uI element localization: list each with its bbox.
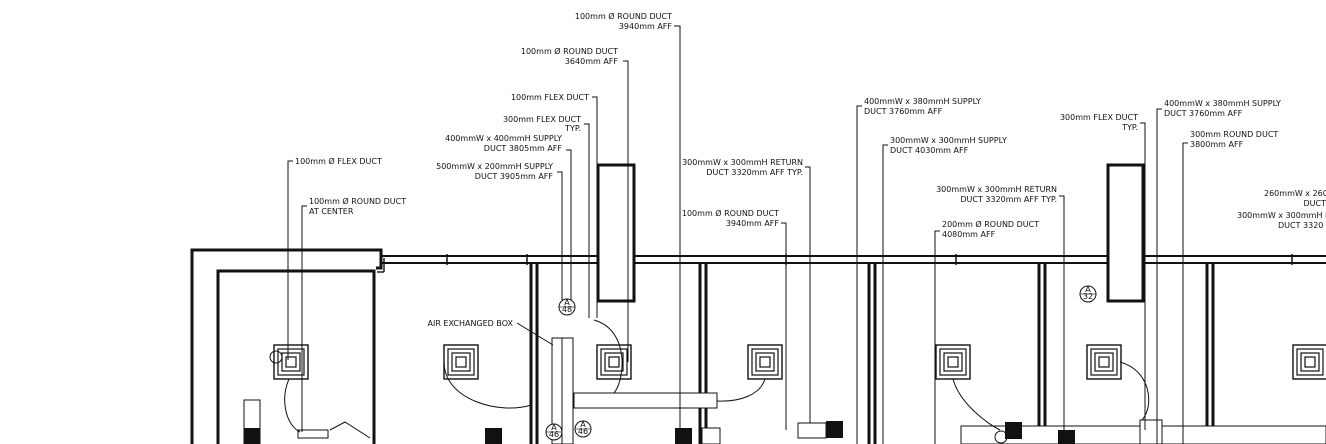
leader-lines [287, 25, 1188, 444]
tag-a48: A 48 [558, 298, 576, 316]
svg-text:DUCT 4030mm AFF: DUCT 4030mm AFF [890, 146, 969, 155]
label-supply-400x380-mid: 400mmW x 380mmH SUPPLY [864, 97, 981, 106]
label-round-duct-300: 300mm ROUND DUCT [1190, 130, 1278, 139]
svg-text:46: 46 [549, 430, 559, 439]
label-return-300x300-left: 300mmW x 300mmH RETURN [682, 158, 803, 167]
svg-text:DUCT 3320: DUCT 3320 [1278, 221, 1323, 230]
annotation-labels: 100mm Ø ROUND DUCT 3940mm AFF 100mm Ø RO… [295, 11, 1326, 328]
svg-text:DUCT 3320mm AFF TYP.: DUCT 3320mm AFF TYP. [960, 195, 1057, 204]
label-air-exchanged-box: AIR EXCHANGED BOX [427, 319, 513, 328]
svg-text:A: A [564, 298, 570, 307]
svg-text:DUCT 3805mm AFF: DUCT 3805mm AFF [484, 144, 563, 153]
label-round-duct-200: 200mm Ø ROUND DUCT [942, 219, 1039, 229]
label-partial-260: 260mmW x 260 [1264, 189, 1326, 198]
label-flex-duct-300-right: 300mm FLEX DUCT [1060, 113, 1138, 122]
label-flex-duct-100: 100mm FLEX DUCT [511, 93, 589, 102]
label-round-duct-3640: 100mm Ø ROUND DUCT [521, 46, 618, 56]
label-return-300x300-right: 300mmW x 300mmH RETURN [936, 185, 1057, 194]
svg-text:DUCT 3905mm AFF: DUCT 3905mm AFF [475, 172, 554, 181]
svg-text:A: A [551, 423, 557, 432]
svg-text:AT CENTER: AT CENTER [309, 207, 354, 216]
label-supply-400x400: 400mmW x 400mmH SUPPLY [445, 134, 562, 143]
tag-a46-left: A 46 [545, 423, 563, 441]
svg-text:48: 48 [562, 305, 572, 314]
svg-text:4080mm AFF: 4080mm AFF [942, 230, 996, 239]
svg-text:A: A [580, 420, 586, 429]
svg-text:DUCT 3760mm AFF: DUCT 3760mm AFF [864, 107, 943, 116]
svg-text:3640mm AFF: 3640mm AFF [565, 57, 619, 66]
svg-text:TYP.: TYP. [1121, 123, 1138, 132]
label-flex-duct-100-dia: 100mm Ø FLEX DUCT [295, 156, 382, 166]
label-supply-500x200: 500mmW x 200mmH SUPPLY [436, 162, 553, 171]
label-partial-return: 300mmW x 300mmH R [1237, 211, 1326, 220]
svg-text:3800mm AFF: 3800mm AFF [1190, 140, 1244, 149]
label-supply-300x300: 300mmW x 300mmH SUPPLY [890, 136, 1007, 145]
label-round-duct-center: 100mm Ø ROUND DUCT [309, 196, 406, 206]
label-flex-duct-300-left: 300mm FLEX DUCT [503, 115, 581, 124]
svg-text:32: 32 [1083, 292, 1093, 301]
svg-text:DUCT: DUCT [1304, 199, 1326, 208]
svg-text:3940mm AFF: 3940mm AFF [619, 22, 673, 31]
svg-text:3940mm AFF: 3940mm AFF [726, 219, 780, 228]
svg-text:46: 46 [578, 427, 588, 436]
tag-small [269, 350, 1008, 444]
diffusers [273, 344, 1326, 380]
label-supply-400x380-right: 400mmW x 380mmH SUPPLY [1164, 99, 1281, 108]
svg-text:A: A [1085, 285, 1091, 294]
duct-runs [243, 319, 1326, 444]
walls [190, 163, 1326, 444]
tag-a32: A 32 [1079, 285, 1097, 303]
label-round-duct-3940-top: 100mm Ø ROUND DUCT [575, 11, 672, 21]
return-grilles [244, 421, 1075, 444]
svg-text:DUCT 3320mm AFF TYP.: DUCT 3320mm AFF TYP. [706, 168, 803, 177]
svg-text:DUCT 3760mm AFF: DUCT 3760mm AFF [1164, 109, 1243, 118]
svg-text:TYP.: TYP. [564, 124, 581, 133]
tag-a46-right: A 46 [574, 420, 592, 438]
label-round-duct-3940-mid: 100mm Ø ROUND DUCT [682, 208, 779, 218]
